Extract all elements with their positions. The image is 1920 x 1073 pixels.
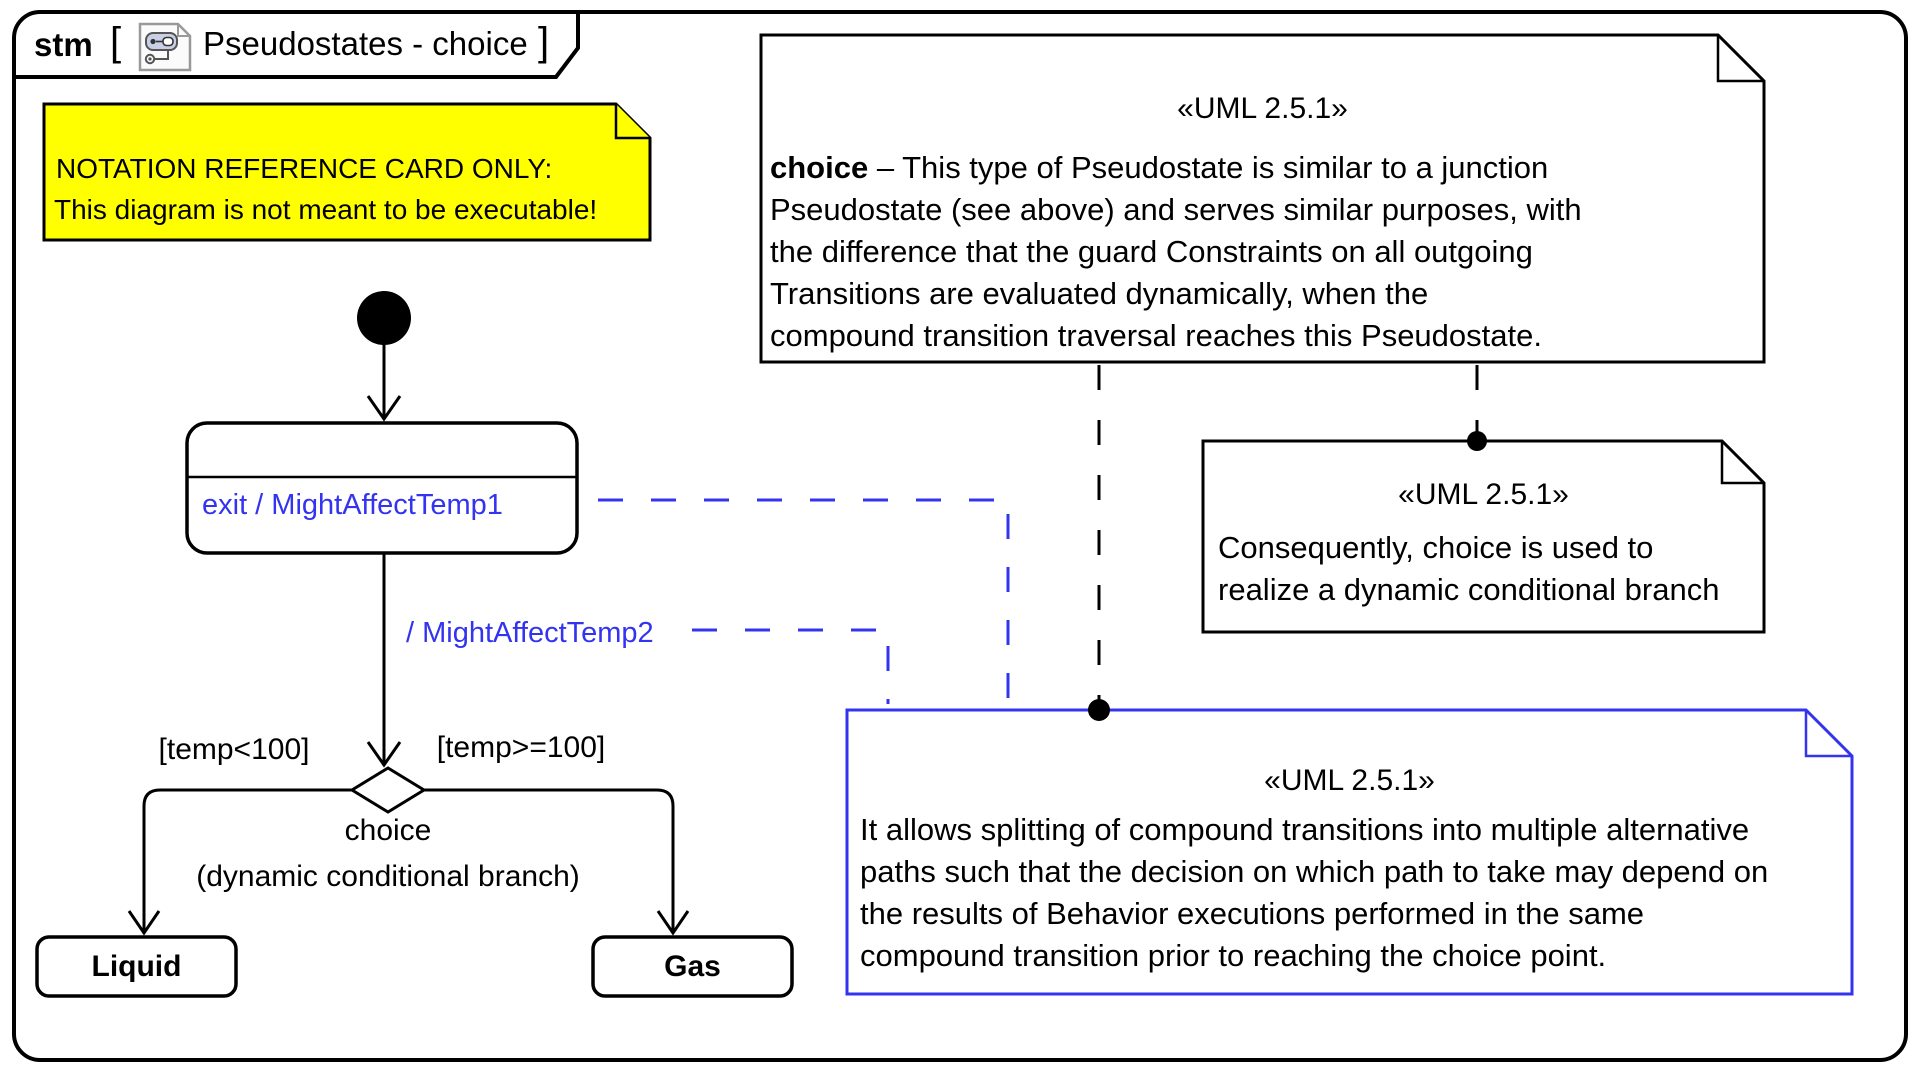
warning-note-line2: This diagram is not meant to be executab… (54, 194, 598, 225)
note-bottom-anchor-dot (1088, 699, 1110, 721)
frame-close-bracket: ] (538, 20, 550, 64)
choice-sublabel: (dynamic conditional branch) (196, 860, 580, 893)
guard-right-label: [temp>=100] (436, 731, 606, 764)
state-machine-icon (138, 22, 192, 72)
note-bottom-line1: It allows splitting of compound transiti… (860, 812, 1750, 847)
state-with-exit-shape (185, 421, 579, 555)
note-bottom-line4: compound transition prior to reaching th… (860, 938, 1607, 973)
to-choice-arrowhead (366, 741, 402, 768)
branch-left-line (142, 788, 352, 930)
note-middle-line2: realize a dynamic conditional branch (1218, 572, 1720, 607)
frame-title: Pseudostates - choice (203, 25, 528, 62)
warning-note-shape (42, 102, 652, 242)
note-bottom-shape (845, 708, 1854, 996)
note-top-line3: the difference that the guard Constraint… (770, 234, 1533, 269)
branch-right-arrowhead (656, 910, 690, 936)
warning-note-fold (614, 104, 650, 140)
state-exit-behavior-label: exit / MightAffectTemp1 (202, 489, 503, 521)
note-top-line4: Transitions are evaluated dynamically, w… (770, 276, 1429, 311)
state-gas-shape (591, 935, 794, 998)
effect-behavior-connector (692, 628, 890, 704)
exit-behavior-connector (545, 498, 1010, 704)
note-middle-fold (1720, 441, 1764, 485)
note-middle-anchor-dot (1467, 431, 1487, 451)
note-bottom-line3: the results of Behavior executions perfo… (860, 896, 1645, 931)
note-bottom-stereotype: «UML 2.5.1» (1264, 764, 1435, 797)
note-top-line1-keyword: choice (770, 150, 869, 185)
choice-diamond (349, 766, 427, 814)
branch-right-line (424, 788, 675, 930)
note-bottom-line2: paths such that the decision on which pa… (860, 854, 1769, 889)
note-middle-stereotype: «UML 2.5.1» (1398, 478, 1569, 511)
note-top-fold (1716, 35, 1764, 83)
initial-node (357, 291, 411, 345)
note-top-line5: compound transition traversal reaches th… (770, 318, 1542, 353)
frame-keyword: stm (34, 26, 93, 63)
guard-left-label: [temp<100] (158, 733, 310, 766)
state-liquid-name: Liquid (91, 949, 182, 983)
frame-open-bracket: [ (110, 20, 122, 64)
note-bottom-fold (1804, 710, 1852, 758)
branch-left-arrowhead (127, 910, 161, 936)
note-top-line1: choice – This type of Pseudostate is sim… (770, 150, 1548, 186)
note-middle-shape (1201, 439, 1766, 634)
note-top-stereotype: «UML 2.5.1» (1177, 92, 1348, 125)
initial-transition-arrowhead (366, 395, 402, 422)
state-gas-name: Gas (664, 949, 721, 983)
note-top-line1-rest: – This type of Pseudostate is similar to… (868, 150, 1549, 185)
note-middle-line1: Consequently, choice is used to (1218, 530, 1654, 565)
state-liquid-shape (35, 935, 238, 998)
note-top-line2: Pseudostate (see above) and serves simil… (770, 192, 1582, 227)
transition-effect-label: / MightAffectTemp2 (406, 617, 654, 649)
warning-note-line1: NOTATION REFERENCE CARD ONLY: (56, 153, 553, 184)
note-top-shape (759, 33, 1766, 364)
frame-title-tab (14, 12, 580, 79)
choice-label: choice (344, 814, 432, 847)
